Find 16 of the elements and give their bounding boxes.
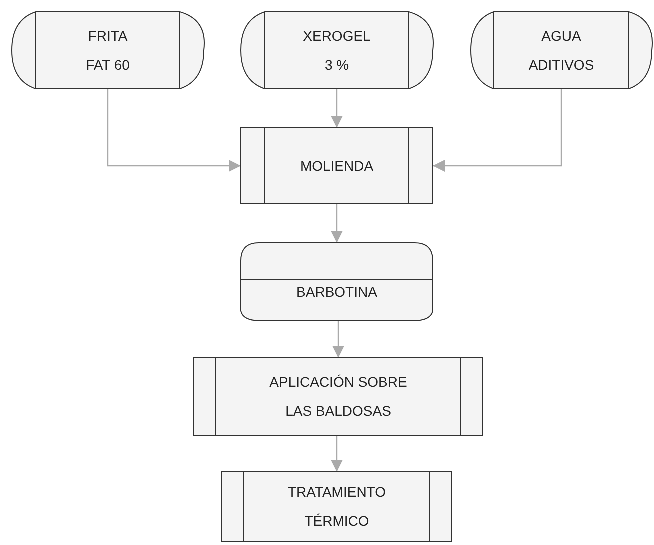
arrow — [331, 204, 343, 243]
node-label: FRITA — [88, 26, 128, 46]
arrow — [433, 89, 562, 172]
arrow — [331, 436, 343, 472]
node-label: MOLIENDA — [300, 156, 374, 176]
node-label: 3 % — [324, 56, 350, 74]
arrow — [331, 89, 343, 128]
node-label: FAT 60 — [86, 56, 130, 74]
node-label: BARBOTINA — [296, 283, 378, 302]
node-label: AGUA — [542, 26, 582, 46]
arrow — [107, 89, 241, 172]
arrow — [332, 321, 344, 358]
node-label: APLICACIÓN SOBRE LAS BALDOSAS — [268, 373, 408, 421]
node-label: ADITIVOS — [528, 56, 594, 74]
node-label: XEROGEL — [303, 26, 371, 46]
node-label: TRATAMIENTO TÉRMICO — [287, 483, 387, 531]
